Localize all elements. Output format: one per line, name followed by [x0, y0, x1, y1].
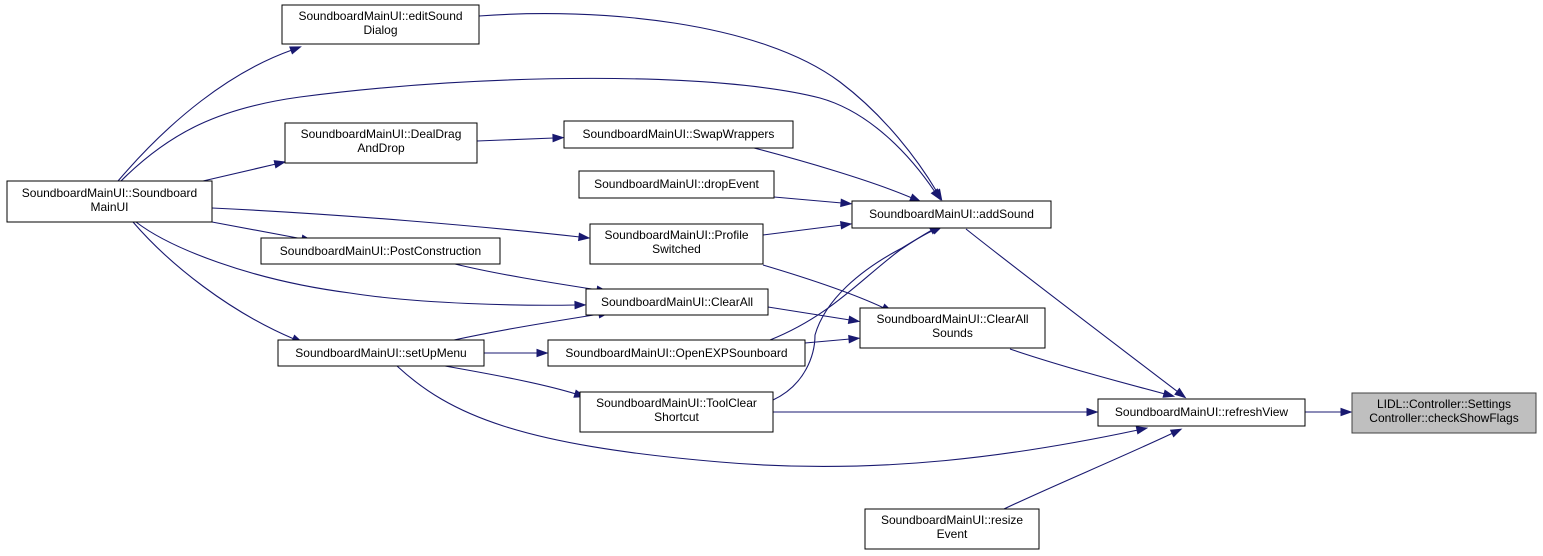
node-label-line: Switched [652, 242, 701, 256]
arrowhead [574, 300, 587, 310]
node-clear-all[interactable]: SoundboardMainUI::ClearAll [585, 288, 769, 316]
edge-postConstruction-to-clearAll [454, 263, 609, 295]
arrowhead [840, 220, 853, 230]
node-soundboard-main-ui[interactable]: SoundboardMainUI::Soundboard MainUI [6, 180, 213, 223]
node-label-line: Sounds [932, 326, 973, 340]
edge-dropEvent-to-addSound [773, 196, 853, 208]
arrowhead [908, 193, 922, 203]
node-open-exp-sounboard[interactable]: SoundboardMainUI::OpenEXPSounboard [547, 339, 806, 367]
node-label-line: SoundboardMainUI::PostConstruction [280, 244, 481, 258]
node-label-line: SoundboardMainUI::Profile [604, 228, 748, 242]
node-deal-drag-and-drop[interactable]: SoundboardMainUI::DealDrag AndDrop [284, 122, 478, 164]
node-label-line: SoundboardMainUI::Soundboard [22, 186, 197, 200]
node-resize-event[interactable]: SoundboardMainUI::resize Event [864, 508, 1040, 550]
arrowhead [1169, 428, 1183, 438]
edge-editSoundDialog-to-addSound [478, 13, 943, 201]
edge-clearAllSounds-to-refreshView [1009, 348, 1176, 398]
node-label-line: LIDL::Controller::Settings [1377, 397, 1511, 411]
arrowhead [932, 188, 943, 201]
node-label-line: Controller::checkShowFlags [1369, 411, 1518, 425]
node-label-line: SoundboardMainUI::DealDrag [301, 127, 462, 141]
arrowhead [1086, 407, 1099, 417]
node-label-line: SoundboardMainUI::addSound [869, 207, 1034, 221]
node-label-line: SoundboardMainUI::resize [881, 513, 1023, 527]
node-label-line: AndDrop [357, 141, 405, 155]
node-label-line: SoundboardMainUI::refreshView [1115, 405, 1289, 419]
arrowhead [848, 334, 861, 344]
node-label-line: MainUI [90, 200, 128, 214]
node-drop-event[interactable]: SoundboardMainUI::dropEvent [578, 170, 775, 199]
edge-resizeEvent-to-refreshView [1003, 428, 1183, 510]
arrowhead [289, 46, 302, 55]
node-clear-all-sounds[interactable]: SoundboardMainUI::ClearAll Sounds [859, 307, 1046, 349]
node-add-sound[interactable]: SoundboardMainUI::addSound [851, 200, 1052, 229]
node-label-line: SoundboardMainUI::ClearAll [876, 312, 1028, 326]
nodes-layer: LIDL::Controller::Settings Controller::c… [6, 4, 1537, 550]
node-label-line: SoundboardMainUI::editSound [298, 9, 462, 23]
edge-dealDragAndDrop-to-swapWrappers [476, 133, 565, 143]
arrowhead [1162, 389, 1176, 398]
node-set-up-menu[interactable]: SoundboardMainUI::setUpMenu [277, 339, 485, 367]
edge-profileSwitched-to-addSound [762, 220, 853, 236]
arrowhead [578, 232, 591, 242]
arrowhead [536, 348, 549, 358]
node-label-line: SoundboardMainUI::setUpMenu [295, 346, 466, 360]
node-check-show-flags[interactable]: LIDL::Controller::Settings Controller::c… [1351, 392, 1537, 434]
edge-soundboardMainUI-to-clearAll [135, 221, 587, 310]
edge-soundboardMainUI-to-profileSwitched [211, 207, 591, 242]
arrowhead [1174, 387, 1187, 399]
node-swap-wrappers[interactable]: SoundboardMainUI::SwapWrappers [563, 120, 794, 149]
edge-setUpMenu-to-openEXPSounboard [484, 348, 549, 358]
node-label-line: SoundboardMainUI::OpenEXPSounboard [565, 346, 787, 360]
edge-soundboardMainUI-to-dealDragAndDrop [202, 160, 287, 182]
edge-swapWrappers-to-addSound [753, 147, 922, 203]
edge-refreshView-to-checkShowFlags [1305, 407, 1353, 417]
arrowhead [1135, 426, 1149, 435]
node-label-line: SoundboardMainUI::SwapWrappers [583, 127, 775, 141]
edge-addSound-to-refreshView [965, 228, 1187, 399]
arrowhead [840, 198, 853, 208]
arrowhead [552, 133, 565, 143]
node-edit-sound-dialog[interactable]: SoundboardMainUI::editSound Dialog [281, 4, 480, 45]
node-tool-clear-shortcut[interactable]: SoundboardMainUI::ToolClear Shortcut [579, 391, 774, 433]
edge-setUpMenu-to-toolClearShortcut [444, 365, 587, 398]
node-refresh-view[interactable]: SoundboardMainUI::refreshView [1097, 398, 1306, 427]
arrowhead [273, 160, 287, 169]
arrowhead [1340, 407, 1353, 417]
node-post-construction[interactable]: SoundboardMainUI::PostConstruction [260, 237, 501, 265]
node-label-line: Event [937, 527, 968, 541]
edge-toolClearShortcut-to-refreshView [773, 407, 1099, 417]
node-label-line: SoundboardMainUI::dropEvent [594, 177, 759, 191]
node-label-line: SoundboardMainUI::ToolClear [596, 396, 757, 410]
edge-clearAll-to-clearAllSounds [767, 306, 861, 325]
node-profile-switched[interactable]: SoundboardMainUI::Profile Switched [589, 223, 764, 265]
node-label-line: Dialog [363, 23, 397, 37]
node-label-line: Shortcut [654, 410, 699, 424]
edge-soundboardMainUI-to-editSoundDialog [117, 46, 302, 182]
edge-setUpMenu-to-refreshView [396, 365, 1149, 468]
arrowhead [847, 315, 861, 325]
node-label-line: SoundboardMainUI::ClearAll [601, 295, 753, 309]
edge-openEXPSounboard-to-clearAllSounds [804, 334, 861, 344]
